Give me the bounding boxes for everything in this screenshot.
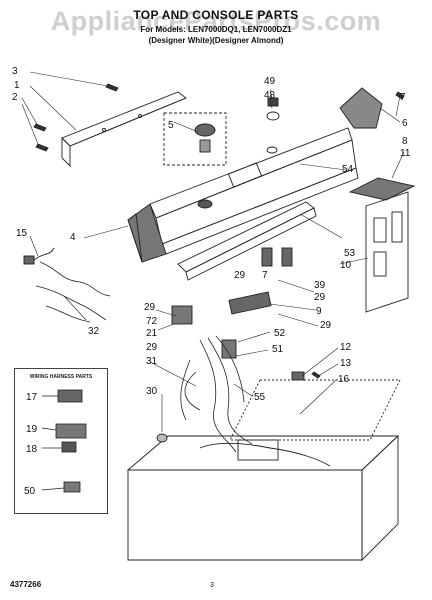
callout-4-left: 4 (70, 232, 76, 243)
callout-17: 17 (26, 392, 38, 403)
callout-10: 10 (340, 260, 352, 271)
callout-18: 18 (26, 444, 38, 455)
callout-30: 30 (146, 386, 158, 397)
callout-55: 55 (254, 392, 266, 403)
right-bracket (339, 87, 405, 129)
callout-29-d: 29 (144, 302, 156, 313)
callout-7: 7 (400, 92, 406, 103)
selector-knob (266, 97, 280, 121)
callout-labels: 3 1 2 5 49 48 7 6 8 11 54 4 15 53 10 29 … (12, 66, 411, 497)
color-line: (Designer White)(Designer Almond) (148, 36, 284, 45)
callout-29-e: 29 (146, 342, 158, 353)
callout-5: 5 (168, 120, 174, 131)
control-channel (177, 201, 317, 281)
wiring-harness (35, 261, 253, 453)
rear-bracket (61, 91, 187, 168)
page-number: 3 (210, 582, 214, 589)
callout-32: 32 (88, 326, 100, 337)
callout-29-a: 29 (234, 270, 246, 281)
callout-52: 52 (274, 328, 286, 339)
callout-49: 49 (264, 76, 276, 87)
callout-1: 1 (14, 80, 20, 91)
callout-6: 6 (402, 118, 408, 129)
console-panel (149, 127, 359, 255)
legend-parts (41, 389, 87, 493)
callout-72: 72 (146, 316, 158, 327)
callout-54: 54 (342, 164, 354, 175)
callout-13: 13 (340, 358, 352, 369)
timer-knob-area (163, 112, 227, 166)
dryer-top (126, 434, 400, 562)
callout-53: 53 (344, 248, 356, 259)
callout-19: 19 (26, 424, 38, 435)
console-end-cap (127, 203, 167, 263)
callout-11: 11 (400, 148, 411, 159)
right-end-cap (348, 177, 416, 201)
callout-16: 16 (338, 374, 350, 385)
callout-15: 15 (16, 228, 28, 239)
callout-29-b: 29 (314, 292, 326, 303)
callout-12: 12 (340, 342, 352, 353)
legend-title: WIRING HARNESS PARTS (29, 374, 93, 380)
callout-3: 3 (12, 66, 18, 77)
callout-2: 2 (12, 92, 18, 103)
leader-lines (21, 71, 405, 432)
callout-21: 21 (146, 328, 158, 339)
callout-7-b: 7 (262, 270, 268, 281)
callout-51: 51 (272, 344, 284, 355)
callout-50: 50 (24, 486, 36, 497)
callout-8: 8 (402, 136, 408, 147)
callout-48: 48 (264, 90, 276, 101)
callout-31: 31 (146, 356, 158, 367)
document-number: 4377266 (10, 580, 42, 589)
callout-29-c: 29 (320, 320, 332, 331)
model-line: For Models: LEN7000DQ1, LEN7000DZ1 (140, 25, 292, 34)
screw-group (33, 83, 119, 152)
callout-9: 9 (316, 306, 322, 317)
wiring-harness-legend: WIRING HARNESS PARTS (14, 368, 108, 514)
callout-39: 39 (314, 280, 326, 291)
lint-screen-housing (229, 371, 401, 441)
hole-plug (156, 433, 168, 443)
rear-console-panel (365, 191, 409, 313)
switch-components (171, 247, 293, 359)
page-title: TOP AND CONSOLE PARTS (133, 8, 299, 22)
harness-connector (23, 247, 55, 265)
